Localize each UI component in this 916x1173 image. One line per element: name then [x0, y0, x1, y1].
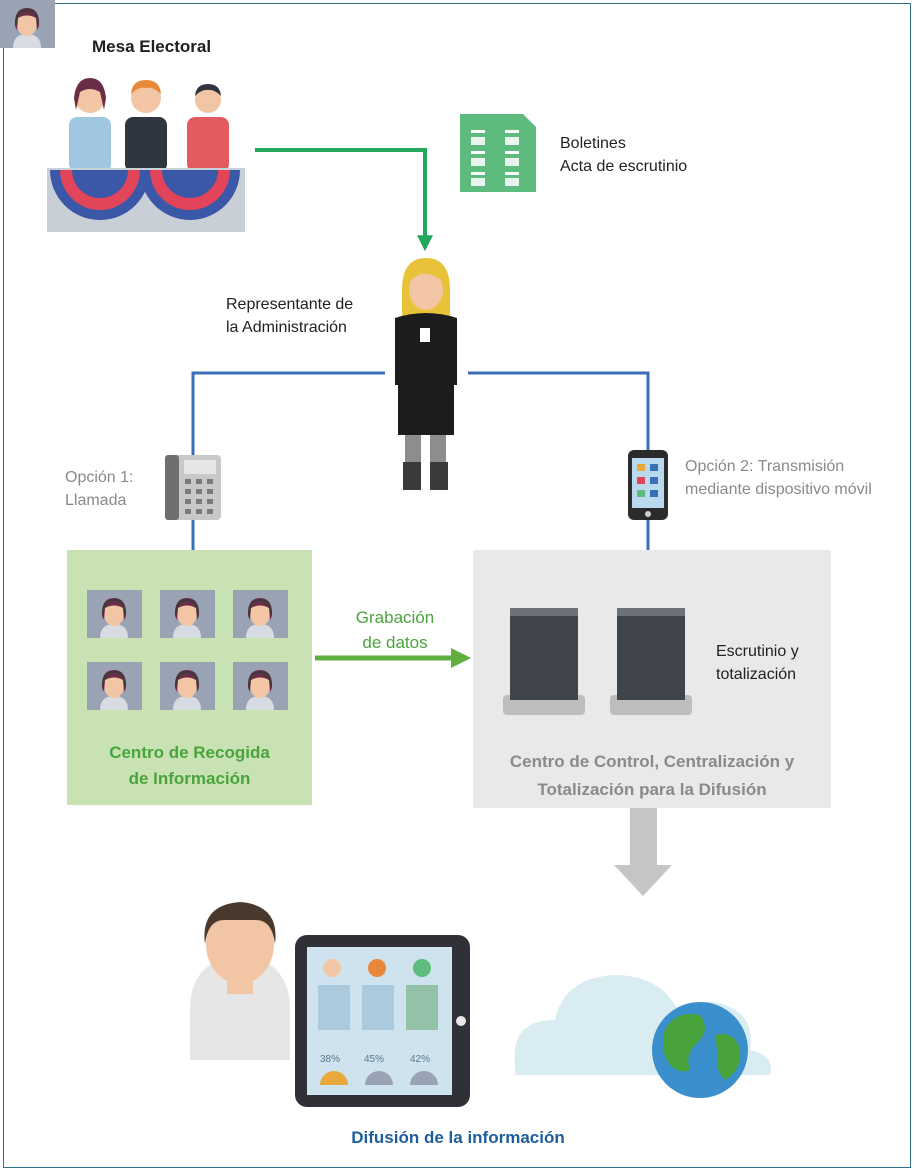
servers-illustration — [503, 608, 692, 715]
representative-label: Representante de la Administración — [226, 296, 354, 336]
tablet-value-2: 45% — [364, 1054, 385, 1065]
control-center-label: Centro de Control, Centralización y Tota… — [509, 752, 795, 799]
arrow-mesa-to-representative — [255, 148, 433, 252]
option1-label: Opción 1: Llamada — [65, 469, 134, 509]
data-recording-label: Grabación de datos — [355, 608, 435, 652]
line-representative-to-mobile — [468, 371, 650, 450]
tablet-illustration — [295, 935, 470, 1107]
option2-label: Opción 2: Transmisión mediante dispositi… — [685, 458, 872, 498]
mesa-electoral-label: Mesa Electoral — [92, 37, 212, 56]
tablet-value-3: 42% — [410, 1054, 431, 1065]
counting-label: Escrutinio y totalización — [716, 643, 799, 683]
citizen-illustration — [190, 902, 290, 1060]
collection-center-label: Centro de Recogida de Información — [109, 743, 270, 788]
cloud-globe-illustration — [514, 975, 771, 1098]
operators-grid — [0, 0, 289, 711]
tablet-value-1: 38% — [320, 1054, 341, 1065]
ballots-label: Boletines Acta de escrutinio — [560, 135, 688, 175]
smartphone-icon — [628, 450, 668, 520]
desk-phone-icon — [165, 455, 221, 520]
diagram-frame — [3, 3, 911, 1168]
line-representative-to-phone — [191, 371, 385, 455]
arrow-down-diffusion — [614, 808, 672, 896]
diffusion-label: Difusión de la información — [351, 1128, 565, 1147]
representative-illustration — [395, 258, 457, 490]
mesa-electoral-illustration — [47, 78, 245, 232]
ballots-icon — [460, 114, 536, 192]
